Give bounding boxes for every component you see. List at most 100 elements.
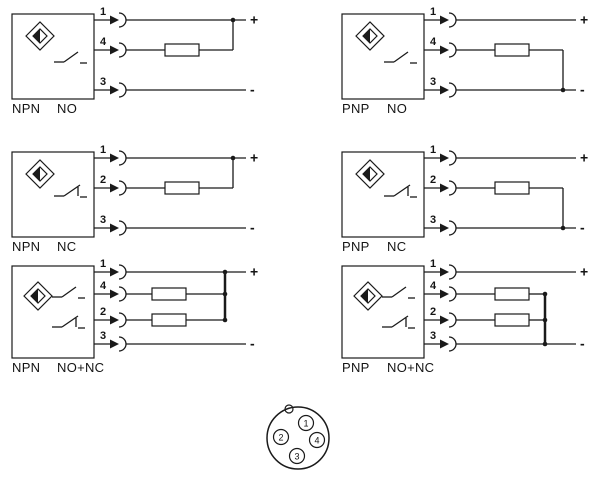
plus-terminal-label: + [580, 150, 588, 166]
connector-pin-4: 4 [308, 431, 326, 449]
type-label: NPN [12, 360, 40, 375]
wire-pin1 [423, 12, 576, 28]
diagram-npn-no-nc: 1 4 2 3 + - NPN NO+NC [11, 258, 258, 375]
pin-number: 4 [430, 36, 437, 48]
plug-pin-icon [423, 336, 457, 352]
plug-pin-icon [93, 42, 127, 58]
wire-pin2-load [423, 180, 566, 231]
minus-terminal-label: - [580, 82, 585, 98]
wire-pin4-load [93, 20, 234, 58]
load-resistor [151, 313, 187, 327]
minus-terminal-label: - [580, 220, 585, 236]
diagram-pnp-no-nc: 1 4 2 3 + - PNP NO+NC [341, 258, 588, 375]
supply-bus [222, 269, 228, 323]
load-resistor [494, 287, 530, 301]
wire-pin3 [93, 82, 246, 98]
plug-pin-icon [423, 312, 457, 328]
sensor-body [11, 265, 95, 359]
plug-pin-icon [93, 150, 127, 166]
sensor-body [341, 265, 425, 359]
mode-label: NO+NC [57, 360, 104, 375]
plus-terminal-label: + [250, 150, 258, 166]
pin-number: 1 [100, 258, 106, 270]
plug-pin-icon [93, 82, 127, 98]
pin-number: 2 [100, 306, 106, 318]
diagram-pnp-nc: 1 2 3 + - PNP NC [341, 144, 588, 254]
wire-pin1 [423, 150, 576, 166]
wire-pin1 [93, 150, 246, 166]
plug-pin-icon [423, 12, 457, 28]
mode-label: NC [57, 239, 76, 254]
connector-pinout: 1 2 3 4 [266, 404, 330, 470]
pin-number: 1 [100, 144, 106, 156]
connector-pin-label: 4 [314, 436, 319, 446]
pin-number: 3 [100, 214, 106, 226]
connector-pin-3: 3 [288, 447, 306, 465]
diagram-npn-no: 1 4 3 + - NPN NO [11, 6, 258, 116]
plug-pin-icon [93, 264, 127, 280]
pin-number: 1 [100, 6, 106, 18]
load-resistor [494, 181, 530, 195]
mode-label: NO [57, 101, 77, 116]
mode-label: NC [387, 239, 406, 254]
sensor-body [341, 13, 425, 100]
type-label: NPN [12, 239, 40, 254]
plug-pin-icon [423, 264, 457, 280]
sensor-body [11, 13, 95, 100]
wire-pin3 [423, 220, 576, 236]
plug-pin-icon [423, 42, 457, 58]
plug-pin-icon [423, 220, 457, 236]
pin-number: 1 [430, 6, 436, 18]
wire-pin4-load [423, 286, 545, 302]
pin-number: 1 [430, 258, 436, 270]
junction-dot [222, 269, 228, 275]
minus-terminal-label: - [250, 220, 255, 236]
load-resistor [494, 313, 530, 327]
plus-terminal-label: + [580, 12, 588, 28]
plus-terminal-label: + [580, 264, 588, 280]
wire-pin4-load [423, 42, 566, 93]
load-resistor [164, 181, 200, 195]
pin-number: 3 [430, 330, 436, 342]
pin-number: 2 [430, 174, 436, 186]
plug-pin-icon [423, 82, 457, 98]
wire-pin2-load [93, 312, 225, 328]
wire-pin1 [423, 264, 576, 280]
plug-pin-icon [423, 286, 457, 302]
wire-pin2-load [423, 312, 545, 328]
minus-terminal-label: - [580, 336, 585, 352]
connector-pin-2: 2 [272, 428, 290, 446]
plus-terminal-label: + [250, 12, 258, 28]
keyway-notch-icon [284, 404, 294, 414]
plug-pin-icon [93, 336, 127, 352]
wire-pin3 [93, 220, 246, 236]
connector-pin-label: 2 [278, 433, 283, 443]
type-label: PNP [342, 101, 370, 116]
pin-number: 2 [430, 306, 436, 318]
diagram-pnp-no: 1 4 3 + - PNP NO [341, 6, 588, 116]
pin-number: 3 [100, 76, 106, 88]
connector-pin-1: 1 [297, 414, 315, 432]
mode-label: NO [387, 101, 407, 116]
mode-label: NO+NC [387, 360, 434, 375]
load-resistor [151, 287, 187, 301]
plug-pin-icon [93, 312, 127, 328]
junction-dot [222, 291, 228, 297]
pin-number: 4 [100, 36, 107, 48]
plus-terminal-label: + [250, 264, 258, 280]
plug-pin-icon [423, 150, 457, 166]
load-resistor [494, 43, 530, 57]
wire-pin2-load [93, 158, 234, 196]
plug-pin-icon [93, 286, 127, 302]
connector-pin-label: 1 [303, 419, 308, 429]
pin-number: 4 [100, 280, 107, 292]
pin-number: 4 [430, 280, 437, 292]
junction-dot [542, 291, 548, 297]
pin-number: 3 [430, 214, 436, 226]
load-resistor [164, 43, 200, 57]
sensor-body [11, 151, 95, 238]
junction-dot [222, 317, 228, 323]
connector-face [266, 406, 330, 470]
